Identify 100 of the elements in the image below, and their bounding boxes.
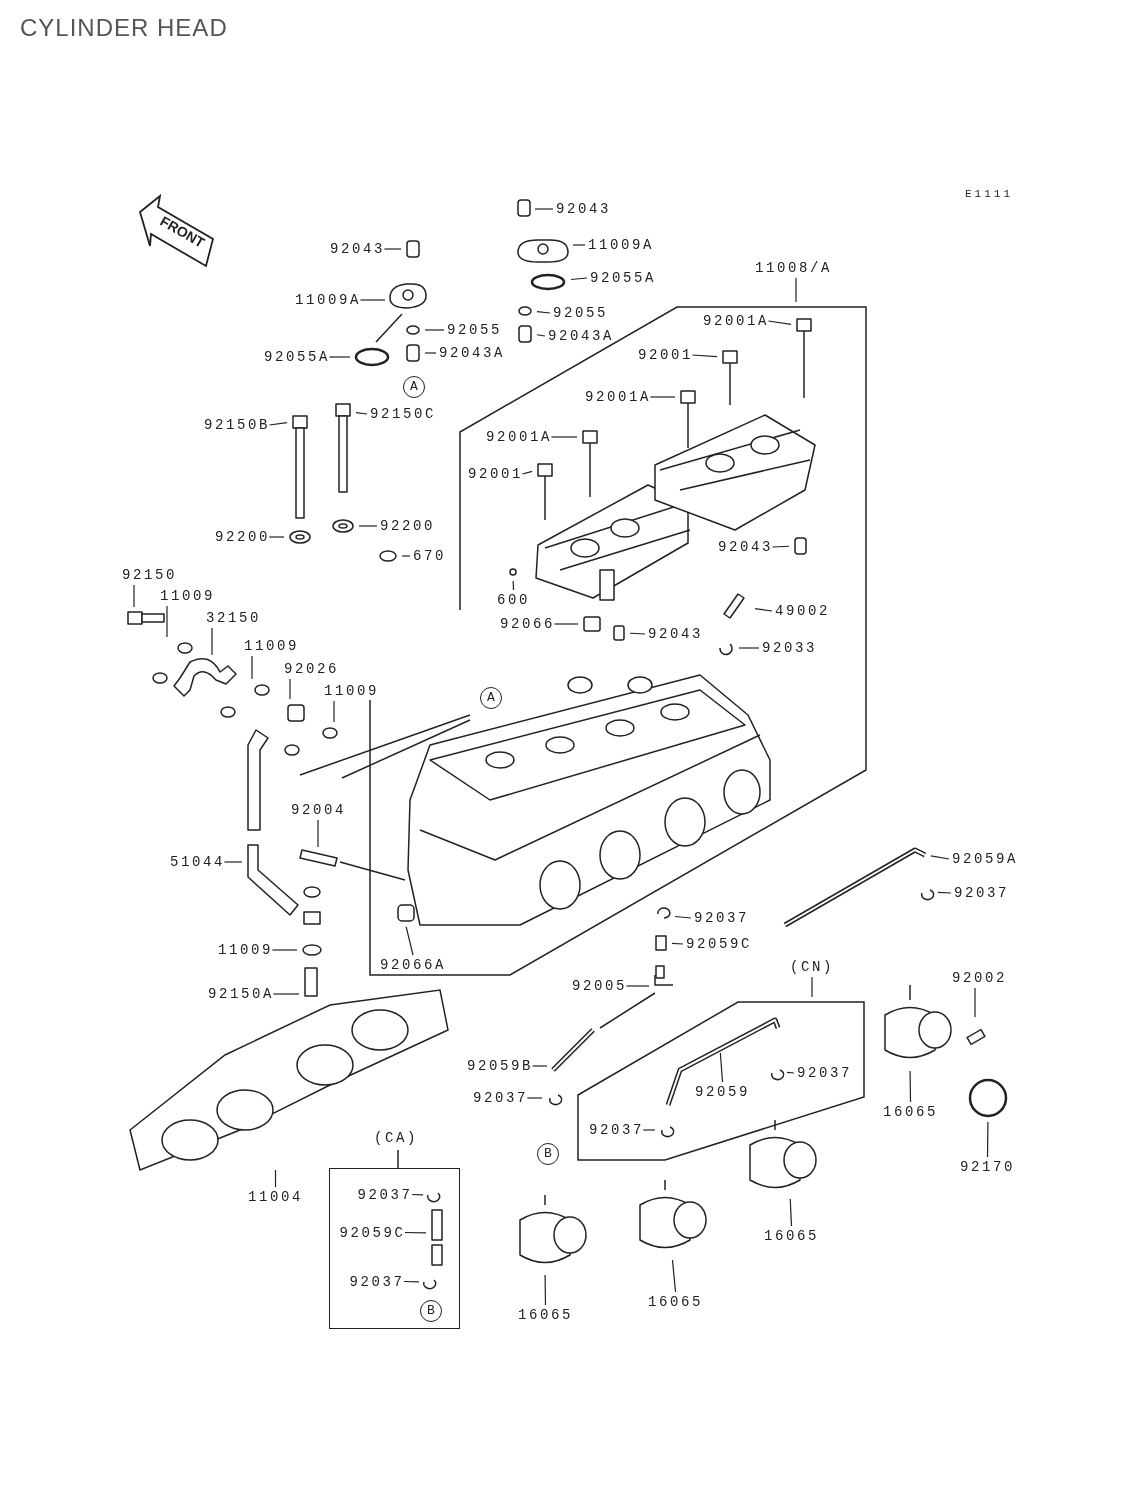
callout-number: 92026: [284, 660, 339, 678]
leader-line: [271, 949, 298, 951]
callout-number: 16065: [518, 1306, 573, 1324]
callout-number: 32150: [206, 609, 261, 627]
callout-number: 16065: [764, 1227, 819, 1245]
leader-line: [909, 1070, 912, 1103]
leader-line: [133, 584, 135, 608]
leader-line: [274, 1169, 277, 1188]
leader-line: [642, 1129, 656, 1131]
leader-line: [403, 1280, 420, 1283]
callout-number: 92001A: [703, 312, 769, 330]
callout-number: 92059C: [686, 935, 752, 953]
callout-number: 92150A: [208, 985, 274, 1003]
callout-number: 92066A: [380, 956, 446, 974]
leader-line: [767, 320, 792, 325]
leader-line: [629, 632, 646, 635]
leader-line: [211, 627, 213, 656]
callout-number: 11004: [248, 1188, 303, 1206]
callout-number: 92055A: [590, 269, 656, 287]
callout-number: 92055A: [264, 348, 330, 366]
leader-line: [424, 329, 445, 331]
leader-line: [625, 985, 650, 987]
leader-line: [424, 352, 437, 354]
callout-number: 16065: [648, 1293, 703, 1311]
callout-number: 92043: [556, 200, 611, 218]
callout-number: 92001: [638, 346, 693, 364]
callout-number: 92001A: [585, 388, 651, 406]
callout-number: 92043: [718, 538, 773, 556]
callout-number: 92055: [447, 321, 502, 339]
leader-line: [671, 1259, 677, 1293]
leader-line: [550, 436, 578, 438]
callout-number: 600: [497, 591, 530, 609]
callout-number: 11009: [244, 637, 299, 655]
leader-line: [223, 861, 243, 863]
reference-letter: B: [537, 1143, 559, 1165]
callout-number: 92037: [589, 1121, 644, 1139]
leader-line: [811, 976, 813, 998]
leader-line: [789, 1198, 793, 1227]
callout-number: 92150C: [370, 405, 436, 423]
leader-line: [671, 942, 684, 945]
leader-line: [572, 244, 586, 246]
callout-number: 92001: [468, 465, 523, 483]
leader-line: [289, 678, 291, 700]
head-gasket-drawing: [129, 989, 449, 1171]
leader-line: [544, 1274, 547, 1306]
callout-number: 11009A: [295, 291, 361, 309]
callout-number: 11009: [218, 941, 273, 959]
leader-line: [317, 819, 319, 848]
callout-number: 16065: [883, 1103, 938, 1121]
leader-line: [536, 310, 551, 314]
leader-line: [649, 396, 676, 398]
callout-number: 11009A: [588, 236, 654, 254]
leader-line: [536, 334, 546, 337]
callout-number: 49002: [775, 602, 830, 620]
leader-line: [404, 1231, 427, 1234]
leader-line: [526, 1097, 543, 1099]
leader-line: [328, 356, 351, 358]
callout-number: 92043: [648, 625, 703, 643]
leader-line: [719, 1052, 724, 1083]
leader-line: [570, 277, 588, 281]
leader-line: [674, 915, 692, 919]
leader-line: [251, 655, 253, 680]
callout-number: 92037: [954, 884, 1009, 902]
leader-line: [786, 1071, 795, 1074]
leader-line: [754, 608, 773, 612]
leader-line: [401, 555, 411, 557]
leader-line: [359, 299, 386, 301]
callout-number: 92059C: [339, 1223, 406, 1242]
callout-number: 11008/A: [755, 259, 832, 277]
group-heading: (CA): [374, 1129, 418, 1147]
leader-line: [512, 580, 515, 591]
leader-line: [974, 987, 976, 1018]
callout-number: 92055: [553, 304, 608, 322]
callout-number: 92043: [330, 240, 385, 258]
callout-number: 92002: [952, 969, 1007, 987]
callout-number: 92037: [357, 1185, 413, 1204]
leader-line: [355, 412, 368, 415]
leader-line: [531, 1065, 548, 1067]
leader-line: [411, 1193, 424, 1196]
callout-number: 92200: [215, 528, 270, 546]
callout-number: 11009: [160, 587, 215, 605]
reference-letter: B: [420, 1300, 442, 1322]
callout-number: 92001A: [486, 428, 552, 446]
callout-number: 92005: [572, 977, 627, 995]
callout-number: 92170: [960, 1158, 1015, 1176]
callout-number: 670: [413, 547, 446, 565]
leader-line: [405, 926, 414, 956]
callout-number: 92037: [694, 909, 749, 927]
leader-line: [166, 605, 168, 638]
reference-letter: A: [403, 376, 425, 398]
callout-number: 92037: [797, 1064, 852, 1082]
leader-line: [937, 891, 952, 894]
leader-line: [930, 855, 950, 860]
leader-line: [521, 470, 533, 475]
leader-line: [268, 422, 288, 426]
leader-line: [333, 700, 335, 723]
leader-line: [268, 536, 285, 538]
leader-line: [986, 1121, 989, 1158]
callout-number: 92150B: [204, 416, 270, 434]
leader-line: [738, 647, 760, 649]
